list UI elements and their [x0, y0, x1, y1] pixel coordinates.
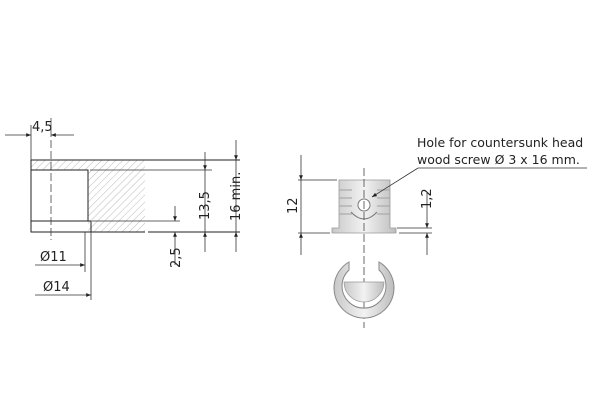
dim-width-label: 4,5 — [32, 120, 53, 135]
hatch-top — [31, 160, 145, 170]
dim-depth-small-label: 2,5 — [169, 247, 184, 268]
connector-top-view — [333, 261, 395, 319]
connector-part-view: 12 1,2 Hole for countersunk head wood sc… — [286, 135, 587, 328]
note-line-1: Hole for countersunk head — [417, 135, 583, 150]
hatch-side — [88, 170, 145, 232]
dim-flange-label: 1,2 — [420, 188, 435, 209]
dim-diameter-inner-label: Ø11 — [40, 250, 67, 265]
bore-section-view: 4,5 2,5 13,5 16 min. Ø11 Ø14 — [5, 118, 244, 300]
dim-diameter-outer-label: Ø14 — [43, 280, 70, 295]
dim-depth-hole-label: 13,5 — [198, 191, 213, 220]
dim-depth-min-label: 16 min. — [229, 172, 244, 221]
note-line-2: wood screw Ø 3 x 16 mm. — [417, 152, 580, 167]
dim-height-label: 12 — [286, 197, 301, 214]
